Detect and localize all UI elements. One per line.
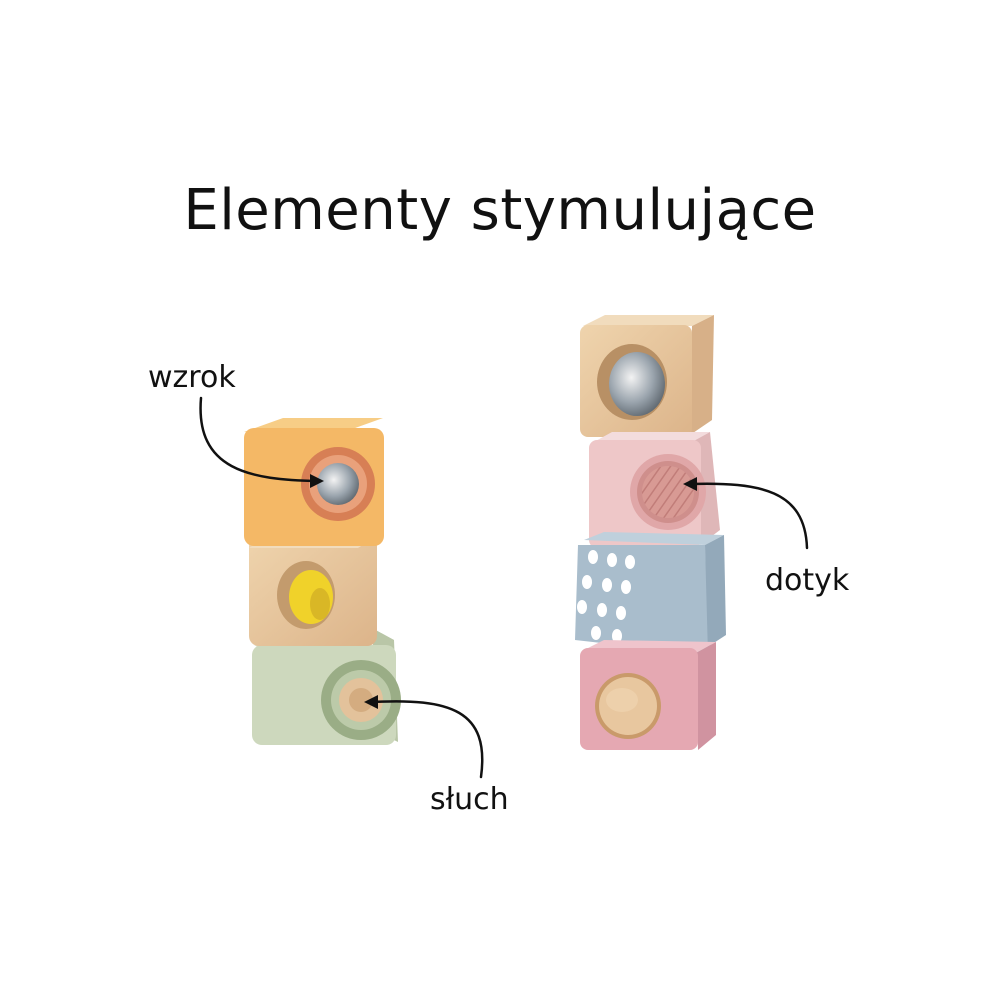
pink-touch-block xyxy=(589,432,720,548)
arrowhead-sluch xyxy=(364,695,378,709)
wood-mirror-block xyxy=(580,315,714,437)
wood-yellow-window-block xyxy=(249,536,377,646)
arrow-sluch xyxy=(370,700,484,779)
arrowhead-dotyk xyxy=(683,477,697,491)
arrow-wzrok xyxy=(199,396,320,483)
orange-mirror-block xyxy=(244,418,384,546)
arrowheads xyxy=(310,474,697,709)
arrowhead-wzrok xyxy=(310,474,324,488)
page-title: Elementy stymulujące xyxy=(183,178,817,243)
label-dotyk: dotyk xyxy=(765,563,850,598)
label-wzrok: wzrok xyxy=(148,360,236,395)
blue-drops-block xyxy=(575,532,726,655)
label-sluch: słuch xyxy=(430,782,509,817)
arrow-dotyk xyxy=(688,482,809,550)
arrows xyxy=(199,396,809,779)
pink-wood-disc-block xyxy=(580,640,716,750)
